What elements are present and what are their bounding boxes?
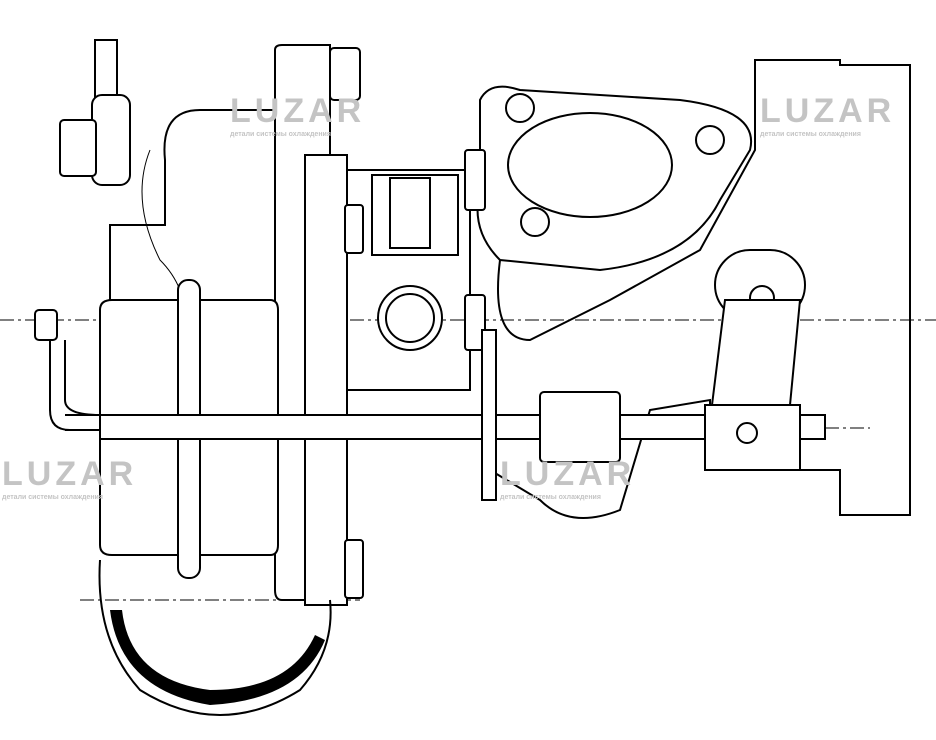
watermark-brand: LUZAR xyxy=(2,455,138,493)
bolt xyxy=(329,47,361,101)
watermark-logo: LUZAR детали системы охлаждения xyxy=(500,455,635,501)
flange xyxy=(304,154,348,606)
bearing-housing xyxy=(377,285,443,351)
inlet-ring xyxy=(110,610,325,705)
bolt xyxy=(464,149,486,211)
rod-adjuster xyxy=(539,391,621,463)
flange-hole xyxy=(695,125,725,155)
compressor-inlet xyxy=(98,559,332,716)
bolt xyxy=(344,204,364,254)
vacuum-pipe xyxy=(49,340,101,431)
watermark-tagline: детали системы охлаждения xyxy=(500,494,601,501)
exhaust-outlet xyxy=(507,112,673,218)
watermark-logo: LUZAR детали системы охлаждения xyxy=(2,455,137,501)
banjo-nipple xyxy=(94,39,118,101)
oil-port-thread xyxy=(389,177,431,249)
clevis-pin xyxy=(736,422,758,444)
bearing-bore xyxy=(385,293,435,343)
wastegate-lever-arm xyxy=(710,299,802,406)
watermark-logo: LUZAR детали системы охлаждения xyxy=(230,92,365,138)
flange-hole xyxy=(520,207,550,237)
turbine-housing xyxy=(489,59,911,519)
hose-nipple xyxy=(34,309,58,341)
bolt xyxy=(344,539,364,599)
watermark-logo: LUZAR детали системы охлаждения xyxy=(760,92,895,138)
watermark-tagline: детали системы охлаждения xyxy=(760,131,861,138)
flange-hole xyxy=(505,93,535,123)
watermark-brand: LUZAR xyxy=(760,92,896,130)
center-housing xyxy=(347,169,471,391)
watermark-tagline: детали системы охлаждения xyxy=(2,494,103,501)
bolt xyxy=(464,294,486,351)
watermark-brand: LUZAR xyxy=(230,92,366,130)
watermark-brand: LUZAR xyxy=(500,455,636,493)
banjo-bolt xyxy=(59,119,97,177)
watermark-tagline: детали системы охлаждения xyxy=(230,131,331,138)
heat-shield xyxy=(481,329,497,501)
banjo-fitting xyxy=(91,94,131,186)
